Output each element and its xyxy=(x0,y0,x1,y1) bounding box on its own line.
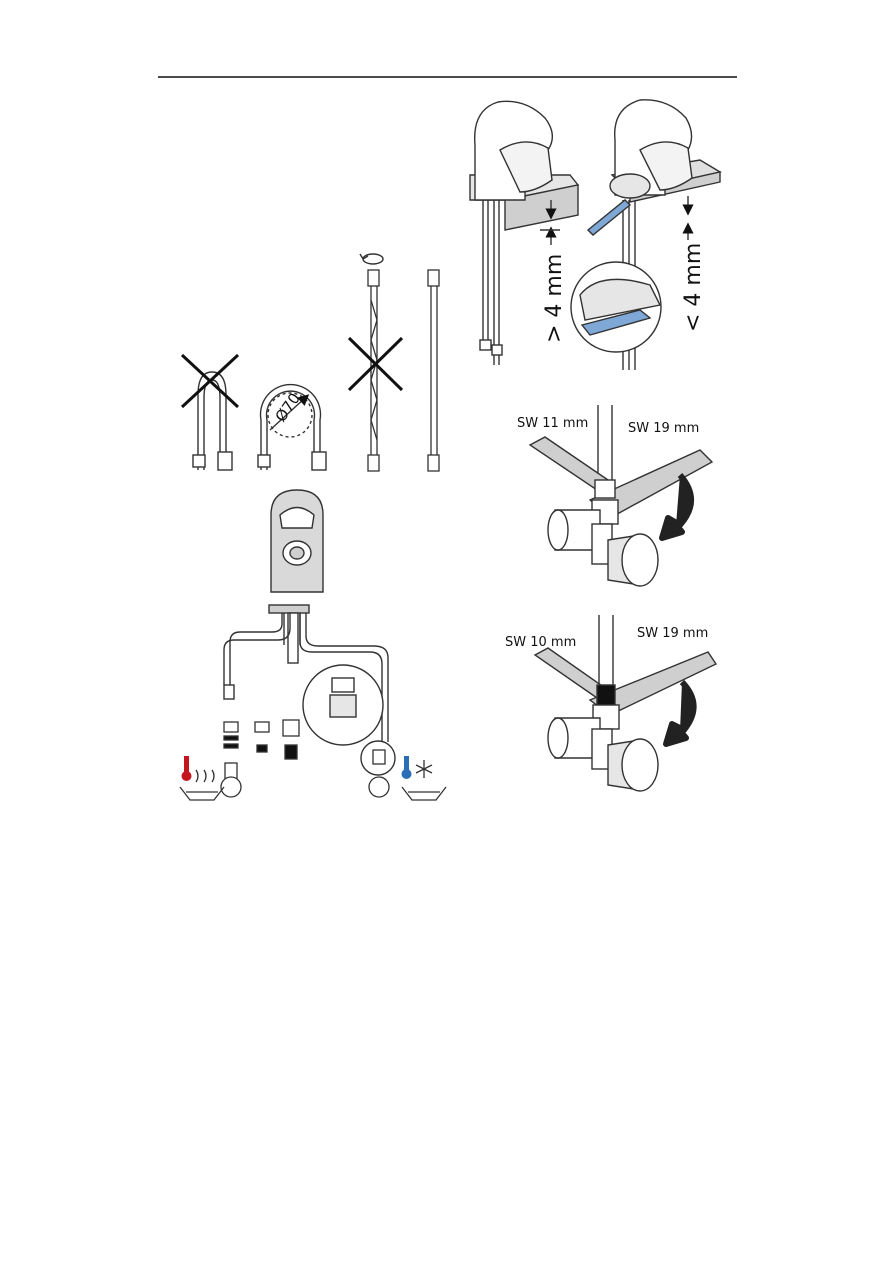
sw10-label: SW 10 mm xyxy=(505,635,576,650)
hose-straight-correct xyxy=(428,270,439,471)
hose-bent-wrong xyxy=(193,372,232,470)
sw19-bottom-label: SW 19 mm xyxy=(637,626,708,641)
cross-out-icon xyxy=(349,338,402,390)
thermometer-hot-icon xyxy=(182,756,192,781)
thermometer-cold-icon xyxy=(402,756,412,779)
sw19-top-label: SW 19 mm xyxy=(628,421,699,436)
snowflake-icon xyxy=(416,760,432,778)
cold-basin xyxy=(402,787,446,800)
rotate-arrow-icon xyxy=(360,254,383,264)
valve-hot xyxy=(221,722,241,797)
gt-4mm-label: > 4 mm xyxy=(542,254,567,343)
sw11-label: SW 11 mm xyxy=(517,416,588,431)
fitting-parts xyxy=(255,720,299,759)
faucet-front-view xyxy=(224,490,395,775)
lt-4mm-label: < 4 mm xyxy=(681,243,706,332)
turn-arrow-icon xyxy=(666,682,694,744)
cross-out-icon xyxy=(182,355,238,407)
